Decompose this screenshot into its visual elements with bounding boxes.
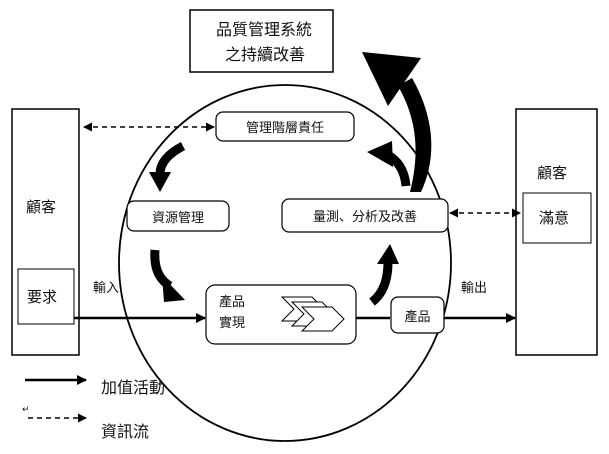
- satisfaction-label: 滿意: [539, 209, 570, 227]
- title-box: [189, 9, 334, 73]
- measurement-analysis-label: 量測、分析及改善: [312, 210, 417, 225]
- realization-label-line1: 產品: [219, 295, 246, 310]
- resource-management-box: [126, 200, 230, 232]
- legend-info-flow-marker: ↵: [22, 405, 30, 415]
- title-line1: 品質管理系統: [216, 20, 313, 39]
- satisfaction-box: [522, 192, 592, 244]
- customer-right-label: 顧客: [537, 164, 568, 182]
- process-chevrons-icon: [280, 296, 345, 332]
- continuous-improvement-arrow: [362, 52, 432, 192]
- cycle-arrow-resources-to-realization: [150, 249, 185, 302]
- legend-value-added-label: 加值活動: [101, 378, 166, 397]
- resource-management-label: 資源管理: [151, 210, 204, 226]
- title-line2: 之持續改善: [225, 45, 306, 64]
- management-responsibility-box: [215, 111, 355, 142]
- realization-label-line2: 實現: [219, 316, 246, 331]
- cycle-arrow-management-to-resources: [149, 142, 186, 192]
- requirements-label: 要求: [27, 288, 58, 306]
- process-cycle-ellipse: [118, 84, 452, 442]
- customer-left-label: 顧客: [26, 198, 57, 216]
- product-label: 產品: [404, 309, 431, 325]
- product-output-box: [390, 296, 445, 334]
- cycle-arrow-measurement-to-management: [367, 141, 411, 187]
- management-responsibility-label: 管理階層責任: [245, 121, 324, 136]
- output-label: 輸出: [461, 281, 488, 296]
- legend-info-flow-label: 資訊流: [101, 422, 150, 441]
- input-label: 輸入: [93, 281, 120, 296]
- cycle-arrow-realization-to-measurement: [369, 244, 399, 306]
- measurement-analysis-box: [281, 198, 449, 233]
- requirements-box: [17, 268, 75, 325]
